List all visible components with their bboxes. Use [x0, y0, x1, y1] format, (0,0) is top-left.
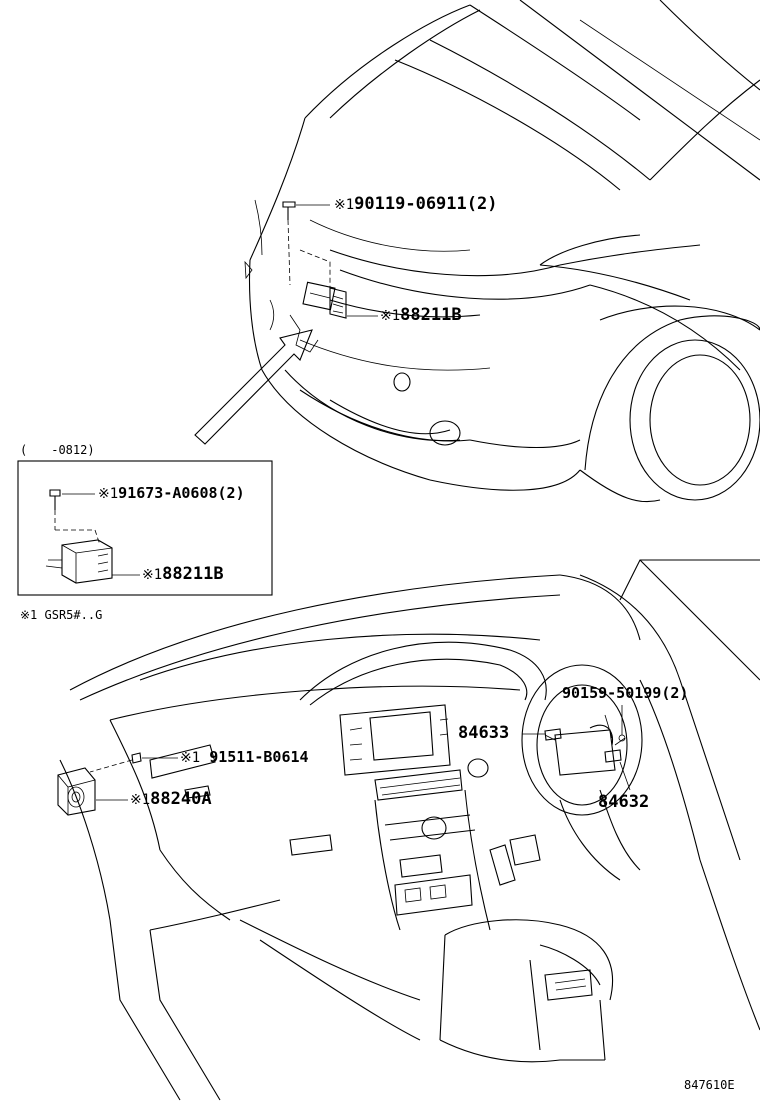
note-mark: ※1: [130, 792, 151, 808]
note-mark: ※1: [180, 750, 201, 766]
callout-sensor-front: ※188211B: [380, 307, 462, 324]
callout-bolt-dash: ※1 91511-B0614: [180, 748, 309, 766]
callout-computer-dash: ※188240A: [130, 791, 212, 808]
diagram-id: 847610E: [684, 1078, 735, 1092]
footnote: ※1 GSR5#..G: [20, 608, 103, 622]
note-mark: ※1: [142, 567, 163, 583]
callout-bolt-front: ※190119-06911(2): [334, 196, 497, 213]
inset-detail: [17, 460, 273, 596]
part-number: 88240A: [150, 789, 212, 809]
callout-screw-wheel: 90159-50199(2): [562, 684, 689, 702]
note-mark: ※1: [334, 197, 355, 213]
note-mark: ※1: [98, 486, 119, 502]
part-number: 88211B: [162, 564, 224, 584]
interior-drawing: [57, 559, 760, 1101]
callout-inset-bolt: ※191673-A0608(2): [98, 484, 245, 502]
part-number: 90119-06911(2): [354, 194, 498, 214]
car-front-drawing: [194, 0, 760, 503]
inset-range-label: ( -0812): [20, 443, 95, 457]
note-mark: ※1: [380, 308, 401, 324]
callout-switch-left: 84633: [458, 723, 510, 743]
part-number: 91511-B0614: [209, 748, 309, 766]
part-number: 88211B: [400, 305, 462, 325]
callout-switch-right: 84632: [598, 792, 650, 812]
part-number: 91673-A0608(2): [118, 484, 245, 502]
callout-inset-sensor: ※188211B: [142, 566, 224, 583]
